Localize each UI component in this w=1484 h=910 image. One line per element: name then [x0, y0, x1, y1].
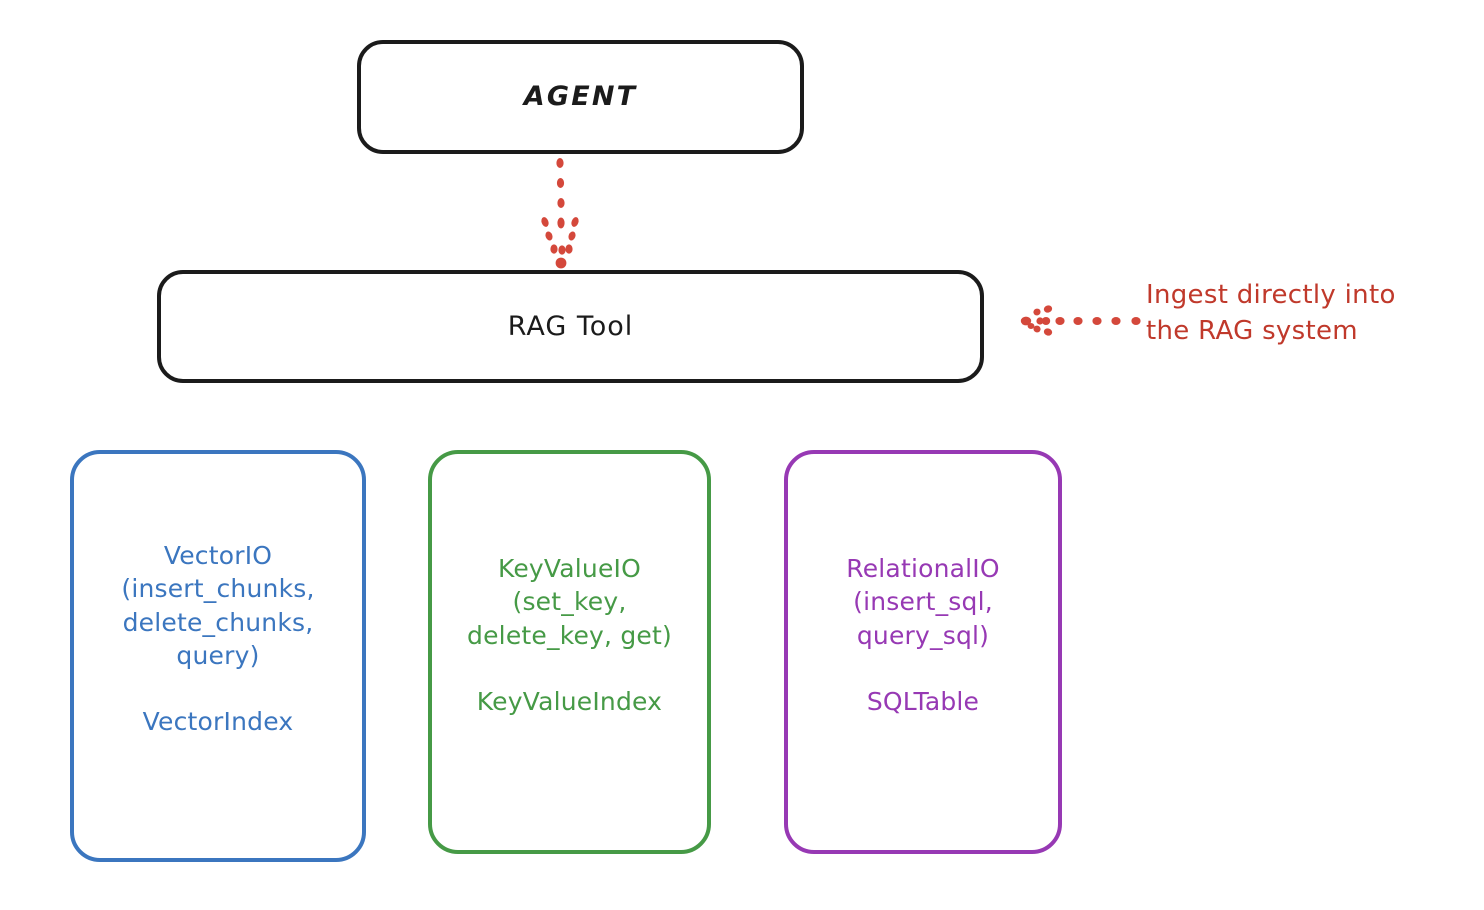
node-relational-io[interactable]: RelationalIO (insert_sql, query_sql) SQL…	[784, 450, 1062, 854]
annotation-ingest: Ingest directly into the RAG system	[1146, 278, 1476, 350]
node-vector-io-label: VectorIO (insert_chunks, delete_chunks, …	[121, 541, 315, 737]
node-key-value-io-label: KeyValueIO (set_key, delete_key, get) Ke…	[467, 554, 672, 716]
connector-ingest-arrow	[1020, 305, 1141, 336]
node-vector-io[interactable]: VectorIO (insert_chunks, delete_chunks, …	[70, 450, 366, 862]
node-key-value-io[interactable]: KeyValueIO (set_key, delete_key, get) Ke…	[428, 450, 711, 854]
annotation-ingest-label: Ingest directly into the RAG system	[1146, 280, 1396, 346]
node-agent-label: AGENT	[523, 81, 638, 113]
node-agent[interactable]: AGENT	[357, 40, 804, 154]
node-relational-io-label: RelationalIO (insert_sql, query_sql) SQL…	[846, 554, 1000, 716]
node-rag-tool[interactable]: RAG Tool	[157, 270, 984, 383]
connector-agent-to-rag-tool	[541, 158, 579, 269]
node-rag-tool-label: RAG Tool	[507, 310, 634, 342]
